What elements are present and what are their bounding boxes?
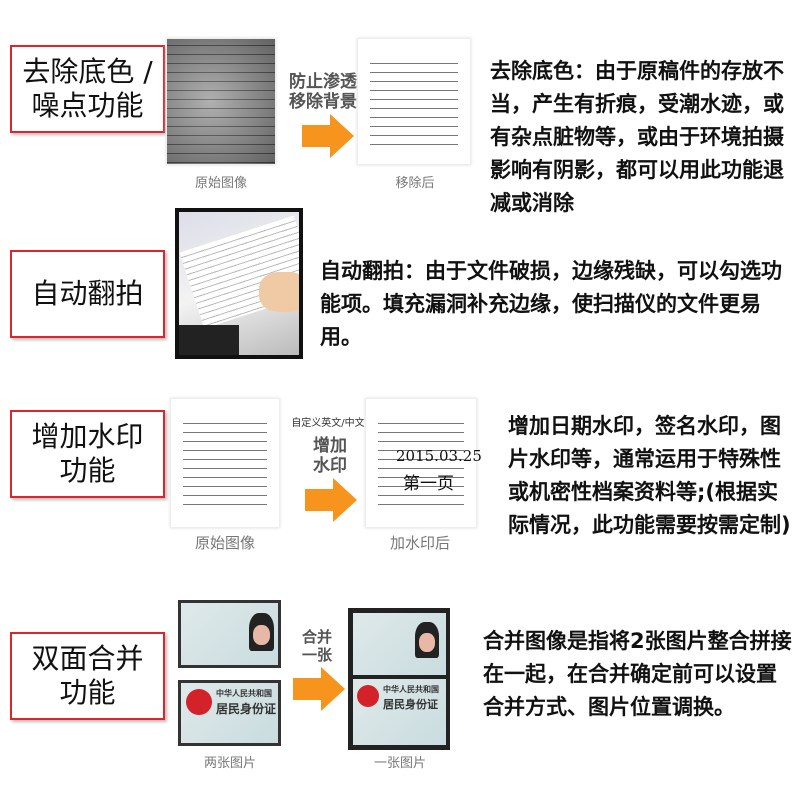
reshoot-photo <box>175 208 303 359</box>
arrow-label: 增加 水印 <box>313 436 347 476</box>
arrow-label: 防止渗透 移除背景 <box>289 72 357 112</box>
caption-original: 原始图像 <box>194 534 255 552</box>
card-title: 中华人民共和国 <box>383 684 439 694</box>
feature-label-duplex-merge: 双面合并 功能 <box>10 632 165 720</box>
watermark-page: 第一页 <box>403 474 454 494</box>
emblem-icon <box>186 689 212 715</box>
merged-card-front <box>353 613 446 675</box>
original-document-image <box>166 38 276 165</box>
watermark-date: 2015.03.25 <box>396 447 482 465</box>
card-name: 居民身份证 <box>216 702 277 716</box>
feature-label-auto-reshoot: 自动翻拍 <box>10 250 165 338</box>
label-text: 增加水印 功能 <box>31 420 144 487</box>
arrow-right-icon <box>293 667 345 711</box>
caption-after: 一张图片 <box>373 756 426 771</box>
arrow-right-icon <box>302 114 354 158</box>
feature-label-remove-background: 去除底色 /噪点功能 <box>10 45 165 133</box>
feature-description: 增加日期水印，签名水印，图片水印等，通常运用于特殊性或机密性档案资料等;(根据实… <box>508 414 791 537</box>
id-card-front <box>178 600 281 668</box>
merged-id-card: 中华人民共和国 居民身份证 <box>348 608 450 750</box>
arrow-right-icon <box>305 478 357 522</box>
feature-description: 去除底色：由于原稿件的存放不当，产生有折痕，受潮水迹，或有杂点脏物等，或由于环境… <box>490 59 784 215</box>
arrow-label: 合并 一张 <box>301 628 332 664</box>
emblem-icon <box>357 685 379 707</box>
original-document-image <box>170 398 280 528</box>
feature-description: 合并图像是指将2张图片整合拼接在一起，在合并确定前可以设置合并方式、图片位置调换… <box>483 629 792 719</box>
arrow-sublabel: 自定义英文/中文 <box>291 418 365 429</box>
caption-original: 两张图片 <box>203 756 256 771</box>
id-card-back: 中华人民共和国 居民身份证 <box>178 680 281 746</box>
feature-description: 自动翻拍：由于文件破损，边缘残缺，可以勾选功能项。填充漏洞补充边缘，使扫描仪的文… <box>320 259 782 349</box>
label-text: 去除底色 /噪点功能 <box>22 55 153 122</box>
label-text: 双面合并 功能 <box>31 642 144 709</box>
caption-after: 移除后 <box>395 176 435 191</box>
cleaned-document-image <box>357 38 471 165</box>
card-title: 中华人民共和国 <box>216 688 272 698</box>
feature-label-watermark: 增加水印 功能 <box>10 410 165 498</box>
merged-card-back: 中华人民共和国 居民身份证 <box>353 679 446 745</box>
card-name: 居民身份证 <box>383 698 438 711</box>
caption-after: 加水印后 <box>389 534 450 552</box>
watermarked-document-image <box>365 398 477 528</box>
label-text: 自动翻拍 <box>31 277 144 310</box>
face <box>419 633 435 652</box>
face <box>253 625 270 645</box>
caption-original: 原始图像 <box>194 176 247 191</box>
